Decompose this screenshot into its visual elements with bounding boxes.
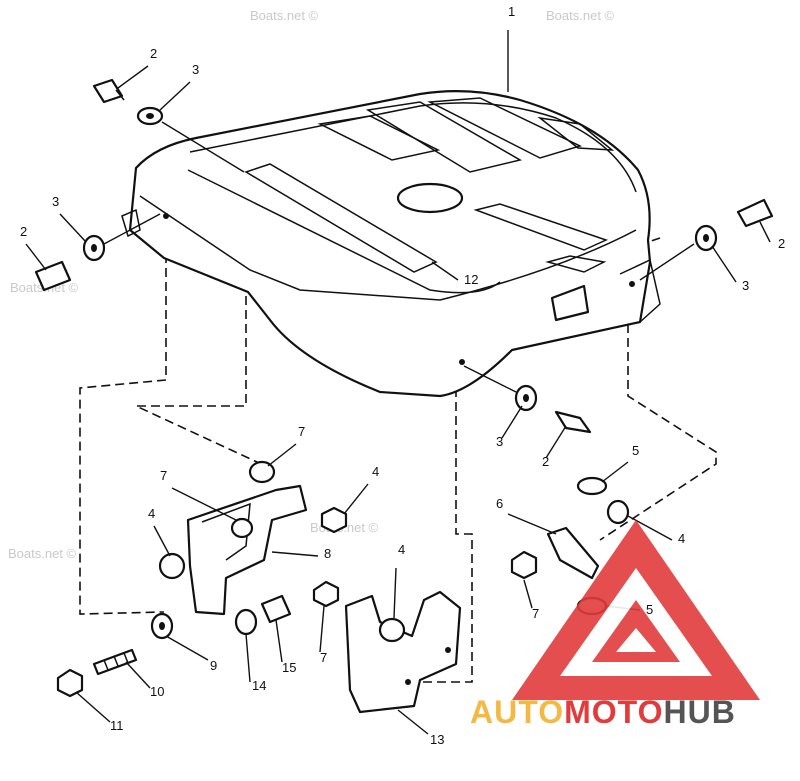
belt-cover — [121, 89, 661, 398]
callout-3: 3 — [192, 62, 199, 77]
watermark-text: Boats.net © — [546, 8, 615, 23]
assembly-line-center — [412, 360, 473, 683]
nut-11 — [56, 668, 84, 698]
callout-3: 3 — [496, 434, 503, 449]
callout-4: 4 — [148, 506, 155, 521]
callout-9: 9 — [210, 658, 217, 673]
bushing-7-top — [248, 460, 276, 484]
bushing-4-left — [158, 552, 186, 580]
callout-10: 10 — [150, 684, 164, 699]
logo-hub: HUB — [663, 694, 736, 730]
nut-4-right — [320, 506, 348, 534]
belt-cover-outline — [128, 89, 652, 398]
bracket-8 — [186, 484, 308, 616]
callout-7: 7 — [320, 650, 327, 665]
spacer-14 — [234, 608, 258, 636]
belt-cover-hole — [396, 182, 464, 214]
callout-3: 3 — [742, 278, 749, 293]
callout-1: 1 — [508, 4, 515, 19]
callout-2: 2 — [20, 224, 27, 239]
callout-4: 4 — [678, 531, 685, 546]
callout-2: 2 — [150, 46, 157, 61]
leader-lines — [25, 30, 771, 735]
callout-5: 5 — [646, 602, 653, 617]
callout-7: 7 — [298, 424, 305, 439]
spacer-15 — [260, 594, 292, 624]
callout-5: 5 — [632, 443, 639, 458]
assembly-line-right — [599, 296, 717, 541]
logo-moto: MOTO — [564, 694, 664, 730]
watermark-text: Boats.net © — [8, 546, 77, 561]
callout-12: 12 — [464, 272, 478, 287]
callout-15: 15 — [282, 660, 296, 675]
callout-11: 11 — [110, 718, 124, 733]
center-bracket — [344, 590, 462, 714]
callout-4: 4 — [372, 464, 379, 479]
callout-7: 7 — [532, 606, 539, 621]
callout-6: 6 — [496, 496, 503, 511]
callout-3: 3 — [52, 194, 59, 209]
nut-7-mid — [312, 580, 340, 608]
stud-10 — [92, 648, 138, 676]
autmotohub-logo-text: AUTOMOTOHUB — [470, 694, 736, 731]
nut-7-right — [510, 550, 538, 580]
watermark-text: Boats.net © — [250, 8, 319, 23]
callout-8: 8 — [324, 546, 331, 561]
logo-auto: AUTO — [470, 694, 565, 730]
callout-4: 4 — [398, 542, 405, 557]
autmotohub-logo-mark — [512, 520, 760, 700]
callout-2: 2 — [542, 454, 549, 469]
bracket-6 — [546, 526, 600, 580]
assembly-line-left — [79, 212, 167, 615]
bushing-4-right — [606, 499, 630, 525]
callout-13: 13 — [430, 732, 444, 747]
callout-7: 7 — [160, 468, 167, 483]
callout-14: 14 — [252, 678, 266, 693]
bracket-13 — [344, 590, 462, 714]
grommet-5-top — [576, 476, 608, 496]
callout-2: 2 — [778, 236, 785, 251]
left-bracket-assembly — [56, 460, 348, 698]
